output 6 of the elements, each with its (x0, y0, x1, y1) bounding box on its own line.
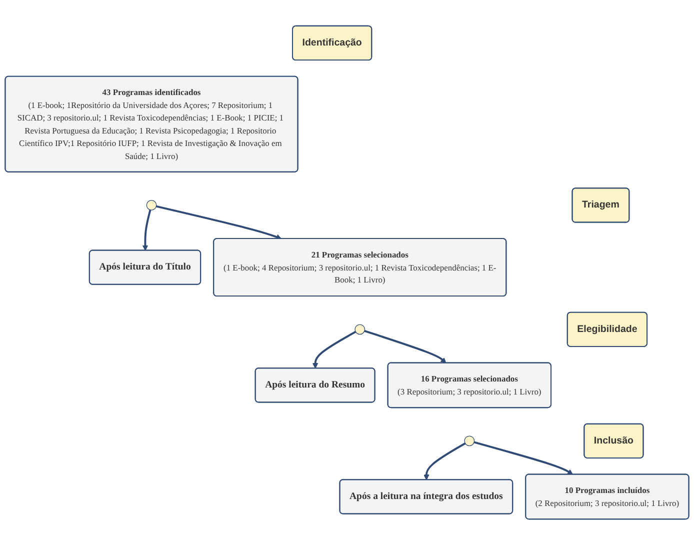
arrow (424, 442, 466, 480)
arrow (364, 330, 446, 364)
arrow (156, 205, 282, 240)
arrow (474, 441, 574, 475)
arrow (312, 330, 356, 369)
arrow (142, 210, 152, 251)
